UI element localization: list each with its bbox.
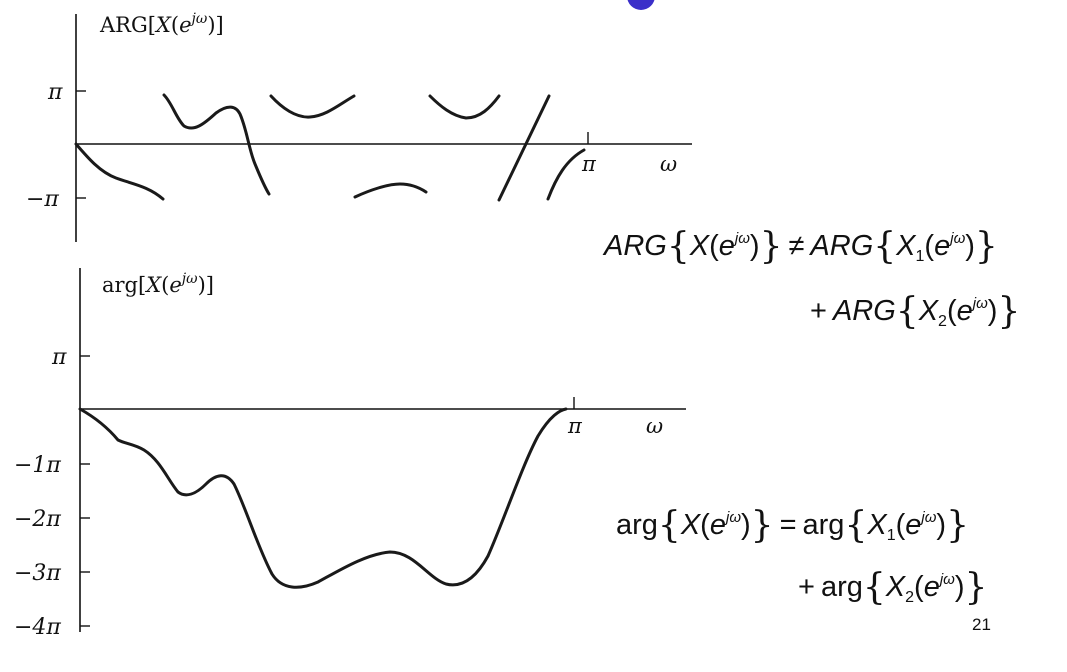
top-y-axis-label: ARG[X(ejω)] [99,11,224,37]
top-curve-segment [497,94,551,202]
equation-1-line-2: +ARG{X2(ejω)} [810,291,1020,332]
top-curve-segment [353,182,428,199]
bottom-y-tick-pi-label: π [51,345,67,370]
bottom-y-tick-neg1pi-label: −1π [14,453,61,478]
bottom-x-axis-label: ω [646,414,663,438]
slide-corner-circle-icon [627,0,655,10]
page-number: 21 [972,615,991,634]
top-curve-segment [428,94,501,120]
top-wrapped-phase-plot: ARG[X(ejω)] π −π π ω [26,11,692,242]
top-x-axis-label: ω [660,152,677,176]
top-curve-segment [74,142,165,201]
equation-2-line-2: +arg{X2(ejω)} [798,567,987,608]
bottom-curve [78,407,568,589]
top-y-tick-neg-pi-label: −π [26,187,59,212]
bottom-y-tick-neg2pi-label: −2π [14,507,61,532]
bottom-x-tick-pi-label: π [567,414,583,438]
equation-2-line-1: arg{X(ejω)}=arg{X1(ejω)} [616,505,969,546]
bottom-y-axis-label: arg[X(ejω)] [102,271,214,297]
top-y-tick-pi-label: π [47,80,63,105]
bottom-y-tick-neg4pi-label: −4π [14,615,61,640]
equation-1-line-1: ARG{X(ejω)}≠ARG{X1(ejω)} [602,226,998,267]
bottom-y-tick-neg3pi-label: −3π [14,561,61,586]
top-curve-segment [546,148,586,201]
equation-arg-inequality: ARG{X(ejω)}≠ARG{X1(ejω)} +ARG{X2(ejω)} [602,226,1020,332]
top-x-tick-pi-label: π [581,152,597,176]
top-curve-segment [162,93,271,196]
bottom-unwrapped-phase-plot: arg[X(ejω)] π −1π −2π −3π −4π π ω [14,268,686,640]
equation-arg-equality: arg{X(ejω)}=arg{X1(ejω)} +arg{X2(ejω)} [616,505,987,608]
top-curve-segment [269,94,356,119]
